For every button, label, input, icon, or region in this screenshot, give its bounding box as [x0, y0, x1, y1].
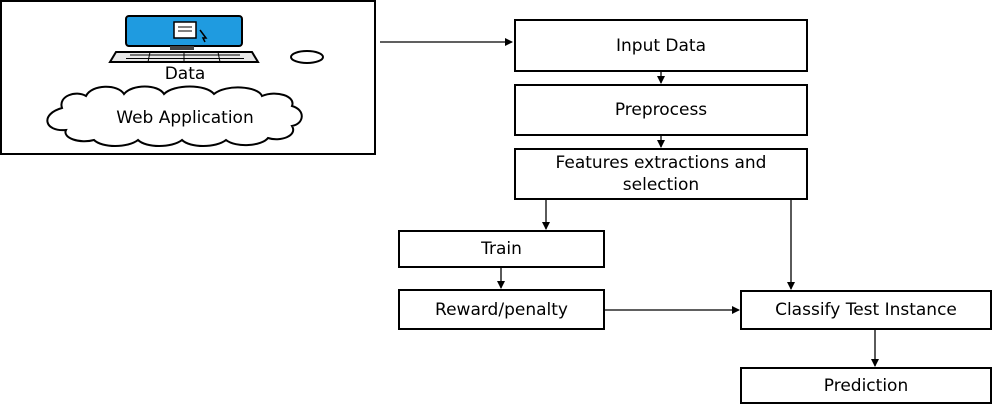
- data-label: Data: [164, 64, 206, 84]
- prediction-box: Prediction: [740, 367, 992, 404]
- reward-penalty-box: Reward/penalty: [398, 289, 605, 330]
- input-data-label: Input Data: [615, 35, 706, 56]
- preprocess-box: Preprocess: [514, 84, 808, 136]
- features-box: Features extractions and selection: [514, 148, 808, 200]
- prediction-label: Prediction: [823, 375, 909, 396]
- reward-penalty-label: Reward/penalty: [435, 299, 568, 320]
- data-source-panel: [0, 0, 376, 155]
- features-label: Features extractions and selection: [555, 153, 767, 195]
- classify-label: Classify Test Instance: [775, 300, 957, 320]
- cloud-icon: [46, 85, 303, 147]
- input-data-box: Input Data: [514, 19, 808, 72]
- mouse-icon: [290, 50, 324, 64]
- computer-icon: [108, 15, 260, 63]
- preprocess-label: Preprocess: [614, 100, 708, 120]
- classify-box: Classify Test Instance: [740, 290, 992, 330]
- train-box: Train: [398, 230, 605, 268]
- train-label: Train: [481, 239, 522, 259]
- web-application-label: Web Application: [116, 108, 254, 128]
